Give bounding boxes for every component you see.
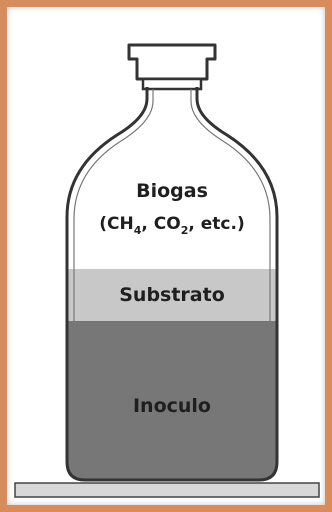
table-surface	[14, 482, 320, 498]
image-canvas: Biogas (CH4, CO2, etc.) Substrato Inocul…	[7, 7, 325, 505]
biogas-comp-open: (CH	[99, 214, 133, 234]
inoculo-label: Inoculo	[133, 395, 211, 417]
bottle-diagram: Biogas (CH4, CO2, etc.) Substrato Inocul…	[14, 43, 320, 498]
biogas-sub-4: 4	[134, 224, 142, 237]
biogas-comp-mid: , CO	[141, 214, 180, 234]
biogas-sub-2: 2	[181, 224, 189, 237]
biogas-comp-close: , etc.)	[188, 214, 244, 234]
bottle-inner-wall	[73, 89, 271, 474]
inoculo-layer	[67, 321, 277, 480]
bottle-neck-ring	[141, 77, 203, 91]
substrato-layer	[67, 269, 277, 321]
biogas-composition-label: (CH4, CO2, etc.)	[99, 214, 244, 237]
bottle-cap	[127, 43, 217, 81]
biogas-label: Biogas	[136, 180, 208, 202]
bottle-outline	[65, 87, 279, 482]
substrato-label: Substrato	[119, 284, 225, 306]
